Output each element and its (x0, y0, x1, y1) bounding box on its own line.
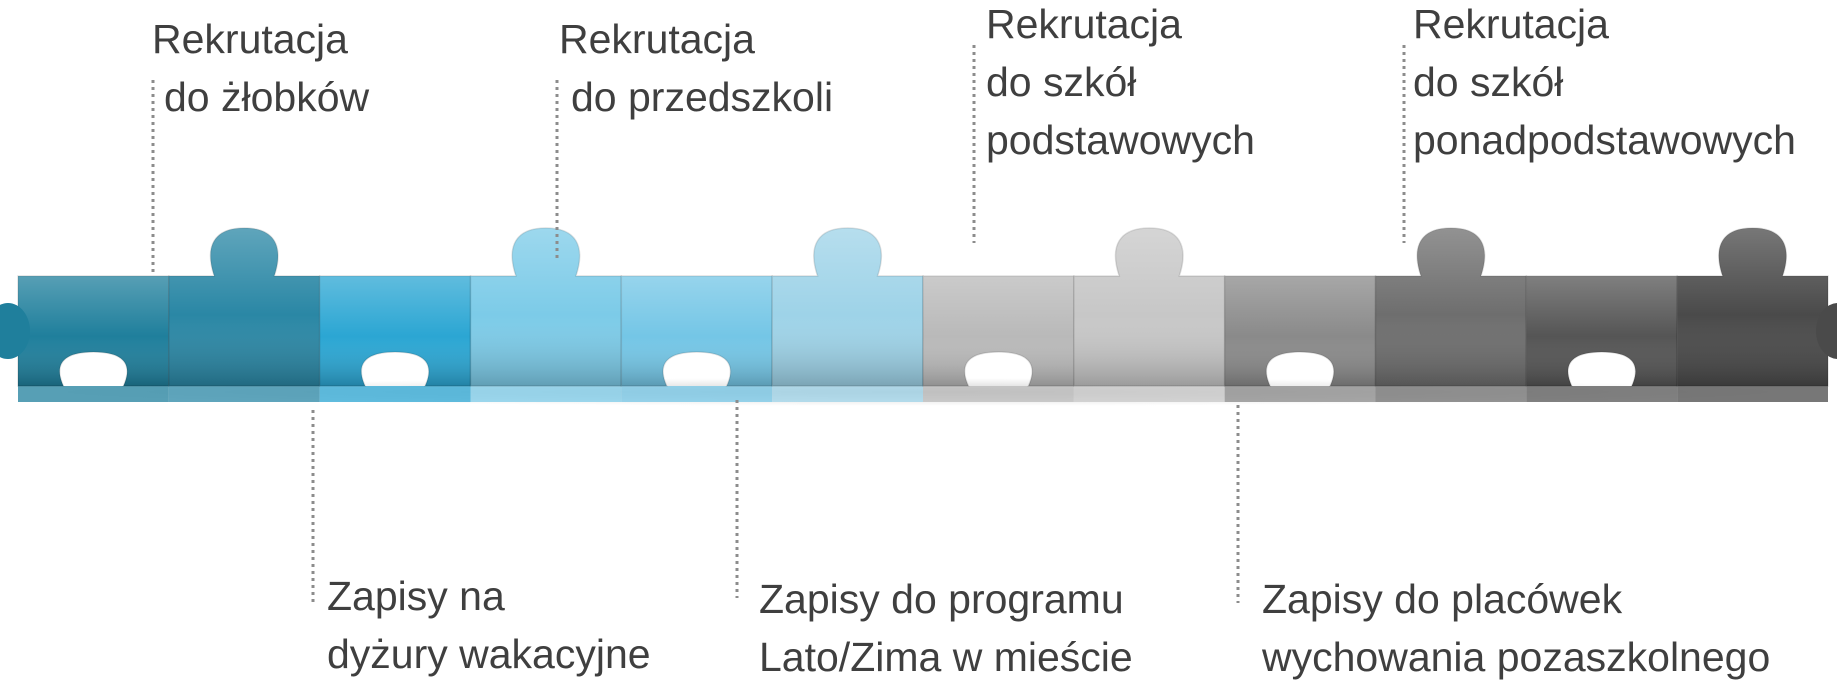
label-line: Rekrutacja (559, 16, 755, 62)
label-zapisy-placowki: Zapisy do placówek wychowania pozaszkoln… (1262, 570, 1770, 686)
puzzle-piece-shading (470, 228, 622, 386)
label-line: ponadpodstawowych (1413, 117, 1796, 163)
puzzle-piece-edge (1073, 386, 1225, 402)
label-zapisy-dyzury: Zapisy na dyżury wakacyjne (327, 567, 651, 683)
puzzle-piece-edge (1677, 386, 1828, 402)
label-line: do przedszkoli (571, 74, 834, 120)
label-line: do żłobków (164, 74, 370, 120)
puzzle-piece-shading (923, 276, 1074, 386)
puzzle-piece-shading (1375, 228, 1527, 386)
puzzle-piece-edge (470, 386, 622, 402)
label-zapisy-lato-zima: Zapisy do programu Lato/Zima w mieście (759, 570, 1133, 686)
puzzle-piece-shading (168, 228, 320, 386)
label-rekrutacja-szkoly-podstawowe: Rekrutacja do szkół podstawowych (986, 0, 1255, 169)
puzzle-piece-edge (1526, 386, 1678, 402)
puzzle-piece-shading (319, 276, 471, 386)
puzzle-piece-shading (1073, 228, 1225, 386)
label-line: dyżury wakacyjne (327, 631, 651, 677)
label-rekrutacja-zlobki: Rekrutacja do żłobków (152, 10, 369, 126)
label-rekrutacja-szkoly-ponadpodstawowe: Rekrutacja do szkół ponadpodstawowych (1413, 0, 1796, 169)
puzzle-piece-edge (319, 386, 471, 402)
puzzle-piece-shading (621, 276, 773, 386)
label-line: Zapisy do placówek (1262, 576, 1623, 622)
puzzle-piece-shading (18, 276, 169, 386)
puzzle-piece-shading (1526, 276, 1678, 386)
puzzle-piece-shading (1224, 276, 1376, 386)
puzzle-piece-edge (1375, 386, 1527, 402)
puzzle-piece-shading (772, 228, 923, 386)
label-line: do szkół (986, 59, 1137, 105)
puzzle-piece-edge (1224, 386, 1376, 402)
label-line: Rekrutacja (986, 1, 1182, 47)
puzzle-piece-edge (772, 386, 923, 402)
label-line: Rekrutacja (152, 16, 348, 62)
label-line: podstawowych (986, 117, 1255, 163)
puzzle-piece-edge (621, 386, 773, 402)
puzzle-end-knob (0, 303, 30, 359)
label-line: Lato/Zima w mieście (759, 634, 1133, 680)
puzzle-piece-edge (923, 386, 1074, 402)
label-line: wychowania pozaszkolnego (1262, 634, 1771, 680)
puzzle-end-knob (1816, 303, 1837, 359)
label-line: Zapisy na (327, 573, 505, 619)
puzzle-piece-edge (168, 386, 320, 402)
label-rekrutacja-przedszkola: Rekrutacja do przedszkoli (559, 10, 833, 126)
label-line: Rekrutacja (1413, 1, 1609, 47)
label-line: do szkół (1413, 59, 1564, 105)
label-line: Zapisy do programu (759, 576, 1124, 622)
puzzle-piece-edge (18, 386, 169, 402)
puzzle-piece-shading (1677, 228, 1828, 386)
